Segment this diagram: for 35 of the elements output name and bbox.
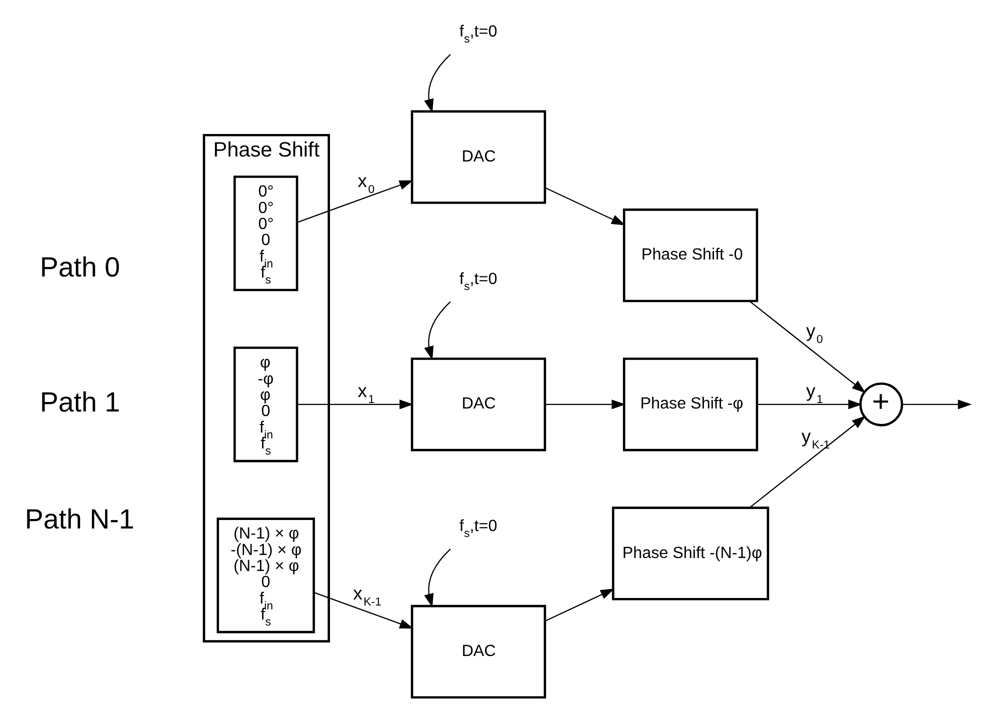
node-text: f$_{s}$,t=0 [459, 270, 498, 293]
arrow [296, 180, 414, 223]
edge-label: y$_{0}$ [806, 320, 823, 346]
arrow [424, 548, 451, 608]
edge-label: x$_{0}$ [358, 170, 375, 196]
arrow [757, 400, 862, 410]
node-box: φ -φ φ 0 f$_{in}$ f$_{s}$ [233, 346, 298, 462]
arrow [424, 301, 451, 360]
node-box: 0° 0° 0° 0 f$_{in}$ f$_{s}$ [233, 176, 298, 292]
edge-label: y$_{1}$ [806, 380, 823, 406]
label: Path N-1 [24, 503, 134, 534]
arrow [749, 300, 866, 394]
arrow [749, 416, 866, 508]
node-text: f$_{s}$,t=0 [459, 22, 498, 46]
label: Path 0 [40, 251, 120, 282]
label: Path 1 [40, 386, 120, 418]
arrow [902, 400, 972, 410]
node-box: DAC [410, 110, 546, 204]
node-box: Phase Shift -φ [622, 358, 758, 452]
node-box: (N-1) × φ -(N-1) × φ (N-1) × φ 0 f$_{in}$ f$_{s}$ [216, 518, 315, 634]
node-box: DAC [410, 358, 546, 452]
edge-label: x$_{K-1}$ [353, 582, 382, 608]
arrow [297, 400, 414, 410]
arrow [545, 588, 614, 622]
node-text: f$_{s}$,t=0 [459, 517, 498, 540]
node-circle: + [859, 382, 904, 426]
edge-label: x$_{1}$ [358, 380, 375, 406]
arrow [545, 187, 626, 226]
arrow [314, 592, 414, 629]
arrow [424, 54, 451, 113]
arrow [545, 400, 626, 410]
node-box: Phase Shift -0 [622, 208, 758, 302]
edge-label: y$_{K-1}$ [801, 425, 830, 452]
node-box: Phase Shift -(N-1)φ [612, 506, 770, 600]
node-box: DAC [410, 604, 546, 699]
